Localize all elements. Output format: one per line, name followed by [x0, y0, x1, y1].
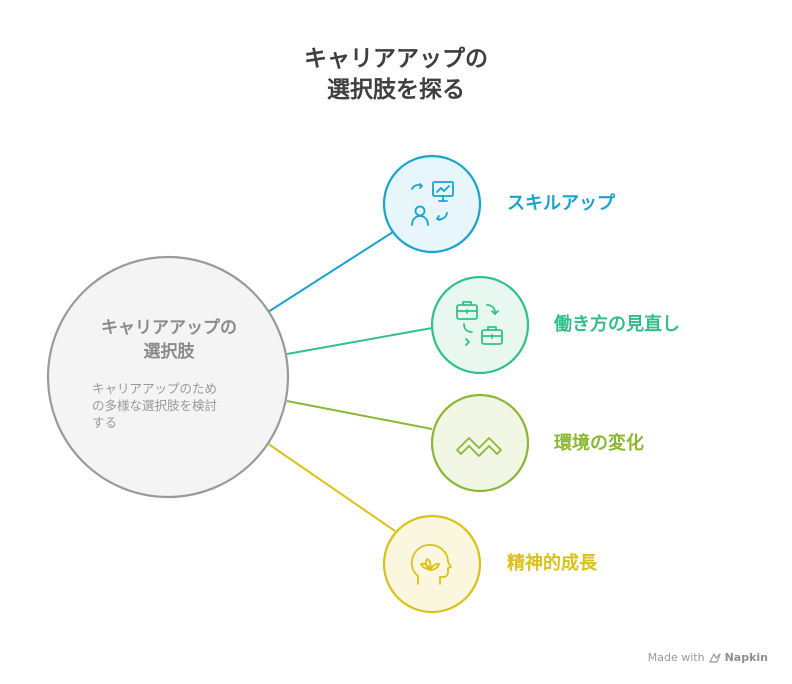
title-line-1: キャリアアップの [304, 46, 488, 72]
node-environment [430, 393, 530, 493]
connector-skill-up [267, 231, 394, 313]
connector-environment [286, 400, 433, 430]
central-desc-line-3: する [92, 415, 118, 430]
connector-work-style [286, 327, 433, 355]
node-mental-growth [382, 514, 482, 614]
central-node-description: キャリアアップのため の多様な選択肢を検討 する [92, 380, 262, 431]
connector-mental-growth [266, 442, 396, 532]
label-skill-up: スキルアップ [507, 193, 615, 214]
head-lotus-icon [410, 544, 452, 585]
central-title-line-1: キャリアアップの [101, 318, 237, 338]
label-environment: 環境の変化 [554, 433, 644, 454]
user-presentation-icon [411, 181, 454, 226]
label-mental-growth: 精神的成長 [507, 553, 597, 574]
napkin-logo-icon [708, 652, 721, 663]
made-with-text: Made with [647, 651, 705, 664]
diagram-title: キャリアアップの 選択肢を探る [0, 44, 792, 106]
title-line-2: 選択肢を探る [327, 77, 465, 103]
node-work-style [430, 275, 530, 375]
napkin-watermark: Made with Napkin [648, 651, 768, 664]
central-node-title: キャリアアップの 選択肢 [64, 316, 274, 364]
central-node [46, 255, 290, 499]
napkin-brand: Napkin [724, 651, 768, 664]
central-title-line-2: 選択肢 [143, 342, 195, 362]
mountains-icon [456, 437, 502, 457]
briefcase-swap-icon [456, 301, 503, 346]
central-desc-line-2: の多様な選択肢を検討 [92, 398, 218, 413]
central-desc-line-1: キャリアアップのため [92, 381, 218, 396]
node-skill-up [382, 154, 482, 254]
label-work-style: 働き方の見直し [554, 314, 680, 335]
